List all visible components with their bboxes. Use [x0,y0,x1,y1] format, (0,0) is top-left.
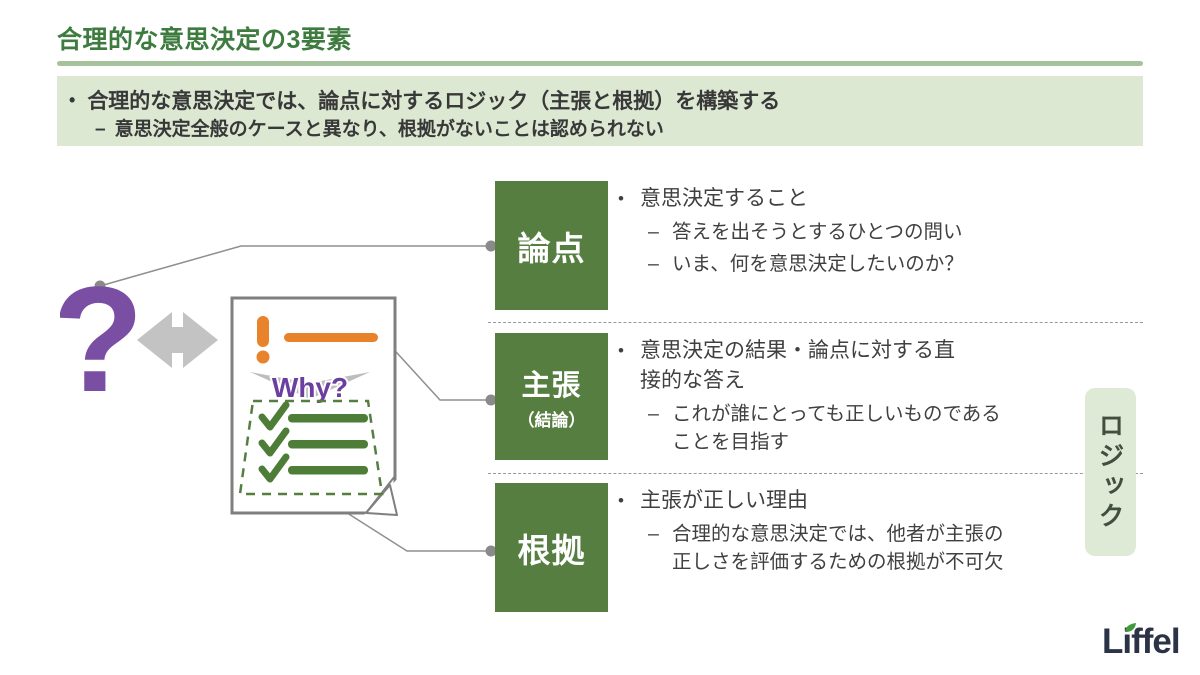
keyword-sublabel: （結論） [517,411,586,430]
point-line: • 主張が正しい理由 [618,486,1098,516]
summary-line1-text: 合理的な意思決定では、論点に対するロジック（主張と根拠）を構築する [87,90,781,113]
point-line: • 意思決定すること [618,184,1098,214]
logic-badge: ロジック [1085,388,1136,556]
keyword-label: 根拠 [517,531,586,569]
summary-line2-text: 意思決定全般のケースと異なり、根拠がないことは認められない [114,119,664,140]
sub-line: – これが誰にとっても正しいものであることを目指す [648,400,1098,456]
logo-text: Liffel [1102,622,1181,661]
sub-line: – いま、何を意思決定したいのか？ [648,250,1098,278]
sub-text: いま、何を意思決定したいのか？ [672,253,964,275]
exclamation-icon [256,316,378,364]
why-label: Why? [272,372,348,403]
logic-label: ロジック [1095,412,1125,532]
point-text: 意思決定すること [640,187,808,210]
dashed-separator-1 [488,322,1143,323]
page-title: 合理的な意思決定の3要素 [57,26,352,54]
bullet-glyph: • [69,90,76,110]
connector-lines [99,245,491,552]
dash-glyph: – [648,221,659,243]
point-text: 意思決定の結果・論点に対する直接的な答え [640,339,955,392]
keyword-box-issue: 論点 [495,181,608,310]
checklist-frame [238,399,384,496]
fold-flap [365,484,398,516]
document-outline [230,296,397,515]
decision-illustration: ? Why? [60,240,497,557]
point-line: • 意思決定の結果・論点に対する直接的な答え [618,336,1098,396]
liffel-logo: Liffel [1102,622,1197,666]
double-arrow-icon [137,312,218,368]
section-evidence-text: • 主張が正しい理由 – 合理的な意思決定では、他者が主張の正しさを評価するため… [618,486,1098,576]
summary-callout: • 合理的な意思決定では、論点に対するロジック（主張と根拠）を構築する –意思決定… [57,76,1143,146]
title-underline [57,61,1143,66]
dash-glyph: – [648,403,659,425]
point-text: 主張が正しい理由 [640,489,808,512]
keyword-label: 論点 [517,229,586,267]
question-mark-icon: ? [60,255,144,423]
sub-line: – 合理的な意思決定では、他者が主張の正しさを評価するための根拠が不可欠 [648,520,1098,576]
section-issue-text: • 意思決定すること – 答えを出そうとするひとつの問い – いま、何を意思決定… [618,184,1098,278]
keyword-box-claim: 主張 （結論） [495,333,608,460]
summary-line1: • 合理的な意思決定では、論点に対するロジック（主張と根拠）を構築する [69,85,780,115]
dash-glyph: – [648,253,659,275]
summary-line2: –意思決定全般のケースと異なり、根拠がないことは認められない [95,114,664,141]
checkmark-icons [258,401,290,483]
sub-text: 答えを出そうとするひとつの問い [672,221,963,243]
sub-text: これが誰にとっても正しいものであることを目指す [672,403,1001,453]
bullet-glyph: • [618,189,624,208]
check-item-bars [288,414,368,475]
keyword-label: 主張 [521,370,582,402]
bullet-glyph: • [618,491,624,510]
sub-line: – 答えを出そうとするひとつの問い [648,218,1098,246]
dash-glyph: – [648,523,659,545]
dash-glyph: – [95,119,106,140]
bullet-glyph: • [618,341,624,360]
why-banner-shape [250,372,370,399]
leaf-icon [1125,623,1136,632]
dashed-separator-2 [488,473,1143,474]
sub-text: 合理的な意思決定では、他者が主張の正しさを評価するための根拠が不可欠 [672,523,1004,573]
section-claim-text: • 意思決定の結果・論点に対する直接的な答え – これが誰にとっても正しいもので… [618,336,1098,456]
keyword-box-evidence: 根拠 [495,483,608,612]
headline-bar [284,333,378,342]
